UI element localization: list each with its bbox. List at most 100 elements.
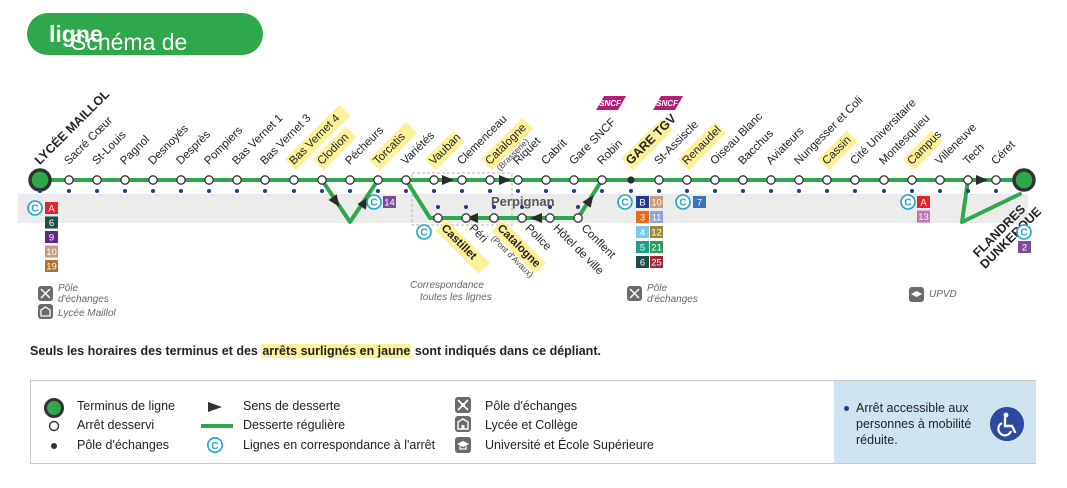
- direction-arrow-6: [530, 213, 542, 223]
- legend-terminus: Terminus de ligne: [77, 399, 175, 413]
- pmr-dot-conflent: [576, 205, 580, 209]
- line-badge-gare-tgv-2-label: 3: [640, 213, 645, 224]
- line-badge-torcatis-0-bg: [383, 196, 396, 208]
- highlight-renaudel: [677, 121, 727, 171]
- correspondence-c-icon: [675, 194, 691, 210]
- note-part2: sont indiqués dans ce dépliant.: [411, 344, 601, 358]
- correspondence-c-icon: [900, 194, 916, 210]
- title-pill: Schéma de ligne: [27, 13, 263, 55]
- line-badge-gare-tgv-2-bg: [636, 211, 649, 223]
- stop-castillet: [433, 213, 443, 223]
- pmr-dot-nungesser-et-coli: [797, 189, 801, 193]
- correspondence-c-letter: C: [31, 204, 38, 215]
- corr-c-campus: C: [900, 194, 916, 210]
- line-badge-lycee-0-bg: [45, 202, 58, 214]
- legend-lignes: Lignes en correspondance à l'arrêt: [243, 438, 436, 452]
- correspondence-c-letter: C: [621, 198, 628, 209]
- pmr-dot-varietes: [404, 189, 408, 193]
- highlight-clodion: [312, 126, 357, 171]
- line-badge-gare-tgv-8-bg: [636, 256, 649, 268]
- pmr-dot-clodion: [320, 189, 324, 193]
- stop-cite-universitaire: [850, 175, 860, 185]
- sncf-shape: [653, 96, 683, 110]
- pmr-dot-pompiers: [207, 189, 211, 193]
- legend-pole: Pôle d'échanges: [77, 438, 170, 452]
- legend: Terminus de ligne Arrêt desservi Pôle d'…: [30, 380, 1036, 464]
- icon-glyph: [629, 288, 640, 299]
- pmr-dot-torcatis: [376, 189, 380, 193]
- correspondence-c-letter: C: [679, 198, 686, 209]
- stop-st-assiscle: [654, 175, 664, 185]
- pmr-dot: [844, 406, 849, 411]
- pmr-dot-sacre-c-ur: [67, 189, 71, 193]
- line-badge-torcatis-0-label: 14: [384, 198, 395, 209]
- line-badge-gare-tgv-7-label: 21: [651, 243, 662, 254]
- exchange-icon-gare-tgv: [627, 286, 642, 301]
- stop-torcatis: [373, 175, 383, 185]
- pmr-dot-riquet: [516, 189, 520, 193]
- stop-bacchus: [738, 175, 748, 185]
- legend-arret: Arrêt desservi: [77, 418, 155, 432]
- line-badge-gare-tgv-6-bg: [636, 241, 649, 253]
- pmr-dot-montesquieu: [882, 189, 886, 193]
- correspondence-c-letter: C: [420, 228, 427, 239]
- line-badge-renaudel-0-label: 7: [697, 198, 702, 209]
- highlight-catalogne: [480, 117, 534, 171]
- line-badge-gare-tgv-8-label: 6: [640, 258, 645, 269]
- annot-upvd: UPVD: [929, 289, 957, 300]
- line-badge-lycee-2-bg: [45, 231, 58, 243]
- highlight-bas-vernet-4: [284, 104, 351, 171]
- pmr-dot-bas-vernet-3: [263, 189, 267, 193]
- stop-tech: [963, 175, 973, 185]
- pmr-dot-clemenceau: [460, 189, 464, 193]
- direction-arrow-2: [357, 197, 369, 210]
- lower-label-hotel-de-ville: Hôtel de ville: [551, 222, 606, 277]
- line-badge-gare-tgv-0-bg: [636, 196, 649, 208]
- highlight-catalogne: [491, 219, 546, 274]
- stop-name: Péri: [467, 222, 490, 245]
- pmr-dot-lycee-maillol: [38, 189, 42, 193]
- stop-gare-sncf: [569, 175, 579, 185]
- direction-arrow-8: [976, 175, 988, 185]
- stop-bas-vernet-4: [289, 175, 299, 185]
- town-label-perpignan: Perpignan: [491, 194, 555, 209]
- stop-circle-icon: [48, 420, 60, 432]
- stop-name: Hôtel de ville: [551, 222, 606, 277]
- pmr-dot-villeneuve: [938, 189, 942, 193]
- terminus-ring-lycee-maillol: [28, 168, 52, 192]
- correspondence-c-icon: [1016, 224, 1032, 240]
- pmr-dot-gare-sncf: [572, 189, 576, 193]
- pmr-dot-cite-universitaire: [853, 189, 857, 193]
- lower-label-peri: Péri: [467, 222, 490, 245]
- stop-name: Cabrit: [539, 137, 570, 168]
- correspondence-zone: [411, 172, 513, 226]
- pole-dot-icon: [51, 443, 57, 449]
- terminus-ring-flandres-dunkerque: [1012, 168, 1036, 192]
- annot-correspondance-line2: toutes les lignes: [420, 292, 492, 303]
- corr-c-torcatis: C: [366, 194, 382, 210]
- pmr-dot-oiseau-blanc: [713, 189, 717, 193]
- corr-c-renaudel: C: [675, 194, 691, 210]
- line-badge-campus-1-label: 13: [918, 212, 929, 223]
- timetable-note: Seuls les horaires des terminus et des a…: [30, 344, 601, 358]
- main-label-ceret: Céret: [989, 138, 1018, 167]
- note-highlight: arrêts surlignés en jaune: [261, 344, 412, 358]
- line-badge-lycee-1-bg: [45, 216, 58, 229]
- pmr-line3: réduite.: [856, 433, 898, 447]
- line-badge-gare-tgv-5-label: 12: [651, 228, 662, 239]
- line-badge-lycee-4-bg: [45, 260, 58, 272]
- pmr-dot-catalogne: [488, 189, 492, 193]
- direction-arrow-4: [499, 175, 511, 185]
- line-badge-gare-tgv-5-bg: [650, 226, 663, 238]
- icon-glyph: [40, 306, 51, 317]
- line-badge-gare-tgv-0-label: B: [639, 198, 645, 209]
- pmr-dot-vauban: [432, 189, 436, 193]
- highlight-cassin: [817, 130, 858, 171]
- line-badge-flandres-0-label: 2: [1022, 243, 1027, 254]
- corr-c-gare-tgv: C: [617, 194, 633, 210]
- legend-pole-echanges: Pôle d'échanges: [485, 399, 578, 413]
- pmr-box: Arrêt accessible aux personnes à mobilit…: [834, 381, 1036, 463]
- pmr-dot-catalogne: [492, 205, 496, 209]
- correspondence-c-letter: C: [370, 198, 377, 209]
